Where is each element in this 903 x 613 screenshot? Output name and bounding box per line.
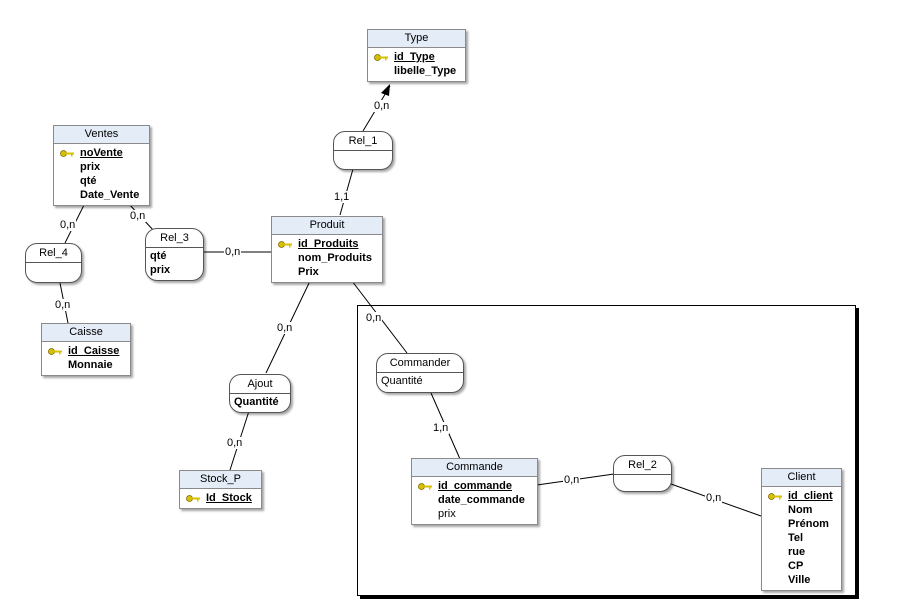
association-commander-title: Commander xyxy=(377,354,463,373)
cardinality-label: 0,n xyxy=(129,210,147,222)
attr-libelle-type: libelle_Type xyxy=(394,65,457,77)
ajout-attr-quantite: Quantité xyxy=(234,396,279,408)
arrowhead-type xyxy=(381,84,390,96)
entity-commande[interactable]: Commande id_commande date_commande prix xyxy=(411,458,538,525)
association-rel-2[interactable]: Rel_2 xyxy=(613,455,672,492)
association-rel-4-title: Rel_4 xyxy=(26,244,81,263)
key-icon xyxy=(186,495,200,502)
cardinality-label: 0,n xyxy=(224,246,242,258)
entity-produit-title: Produit xyxy=(272,217,382,235)
attr-ville: Ville xyxy=(788,574,811,586)
key-icon xyxy=(418,483,432,490)
entity-type-title: Type xyxy=(368,30,465,48)
rel-3-attr-prix: prix xyxy=(150,264,171,276)
attr-id-commande: id_commande xyxy=(418,479,531,493)
entity-ventes-title: Ventes xyxy=(54,126,149,144)
attr-rue: rue xyxy=(788,546,806,558)
rel-3-attr-qte: qté xyxy=(150,250,167,262)
attr-date-vente: Date_Vente xyxy=(80,189,140,201)
cardinality-label: 1,n xyxy=(432,422,450,434)
key-icon xyxy=(374,54,388,61)
cardinality-label: 0,n xyxy=(54,299,72,311)
key-icon xyxy=(768,493,782,500)
association-rel-4[interactable]: Rel_4 xyxy=(25,243,82,283)
entity-client-title: Client xyxy=(762,469,841,487)
entity-commande-title: Commande xyxy=(412,459,537,477)
association-rel-1-title: Rel_1 xyxy=(334,132,392,151)
entity-stock-p-title: Stock_P xyxy=(180,471,261,489)
attr-prix-commande: prix xyxy=(438,508,456,520)
association-ajout[interactable]: Ajout Quantité xyxy=(229,374,291,413)
attr-id-produits: id_Produits xyxy=(278,237,376,251)
association-rel-3[interactable]: Rel_3 qté prix xyxy=(145,228,204,281)
attr-id-stock: Id_Stock xyxy=(186,491,255,505)
cardinality-label: 0,n xyxy=(226,437,244,449)
association-rel-3-title: Rel_3 xyxy=(146,229,203,248)
entity-produit[interactable]: Produit id_Produits nom_Produits Prix xyxy=(271,216,383,283)
attr-tel: Tel xyxy=(788,532,804,544)
cardinality-label: 0,n xyxy=(705,492,723,504)
entity-ventes[interactable]: Ventes noVente prix qté Date_Vente xyxy=(53,125,150,206)
attr-qte: qté xyxy=(80,175,97,187)
entity-stock-p[interactable]: Stock_P Id_Stock xyxy=(179,470,262,509)
entity-client[interactable]: Client id_client Nom Prénom Tel rue CP V… xyxy=(761,468,842,591)
attr-nom-produits: nom_Produits xyxy=(298,252,372,264)
attr-prix-produit: Prix xyxy=(298,266,319,278)
key-icon xyxy=(60,150,74,157)
cardinality-label: 0,n xyxy=(365,312,383,324)
commander-attr-quantite: Quantité xyxy=(381,375,423,387)
attr-id-client: id_client xyxy=(768,489,835,503)
attr-id-type: id_Type xyxy=(374,50,459,64)
cardinality-label: 0,n xyxy=(373,100,391,112)
association-rel-1[interactable]: Rel_1 xyxy=(333,131,393,170)
cardinality-label: 1,1 xyxy=(333,191,351,203)
attr-nom: Nom xyxy=(788,504,813,516)
attr-id-caisse: id_Caisse xyxy=(48,344,124,358)
cardinality-label: 0,n xyxy=(276,322,294,334)
attr-prenom: Prénom xyxy=(788,518,829,530)
key-icon xyxy=(48,348,62,355)
entity-type[interactable]: Type id_Type libelle_Type xyxy=(367,29,466,82)
association-commander[interactable]: Commander Quantité xyxy=(376,353,464,393)
entity-caisse-title: Caisse xyxy=(42,324,130,342)
attr-novente: noVente xyxy=(60,146,143,160)
attr-prix: prix xyxy=(80,161,101,173)
cardinality-label: 0,n xyxy=(563,474,581,486)
association-ajout-title: Ajout xyxy=(230,375,290,394)
entity-caisse[interactable]: Caisse id_Caisse Monnaie xyxy=(41,323,131,376)
attr-cp: CP xyxy=(788,560,804,572)
grouping-frame xyxy=(357,305,856,596)
attr-monnaie: Monnaie xyxy=(68,359,113,371)
key-icon xyxy=(278,241,292,248)
attr-date-commande: date_commande xyxy=(438,494,525,506)
association-rel-2-title: Rel_2 xyxy=(614,456,671,475)
cardinality-label: 0,n xyxy=(59,219,77,231)
